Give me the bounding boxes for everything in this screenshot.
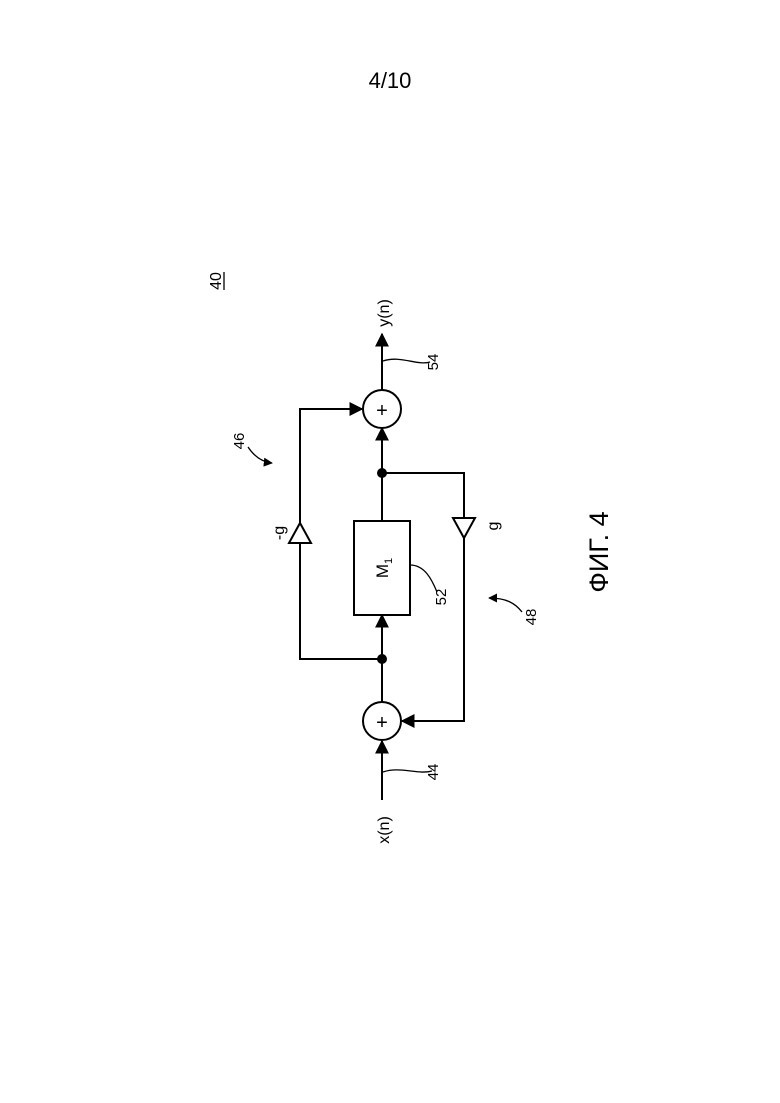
figure-caption: ФИГ. 4 (584, 511, 614, 592)
output-signal-label: y(n) (376, 299, 393, 327)
figure-ref-number: 40 (208, 272, 225, 290)
ref-46-label: 46 (231, 433, 248, 450)
m1-block: M1 (354, 521, 410, 615)
ref-52-label: 52 (433, 589, 450, 606)
ref-46: 46 (231, 433, 272, 463)
ref-44: 44 (383, 764, 442, 781)
feedforward-gain-label: -g (271, 526, 288, 540)
output-adder: + (363, 390, 401, 428)
input-adder-symbol: + (376, 712, 388, 734)
ref-44-label: 44 (425, 764, 442, 781)
ref-54: 54 (383, 354, 442, 371)
ref-48: 48 (489, 598, 540, 625)
feedback-gain-label: g (485, 522, 502, 531)
input-signal-label: x(n) (376, 816, 393, 844)
output-adder-symbol: + (376, 400, 388, 422)
feedback-gain-amplifier (453, 518, 475, 538)
input-adder: + (363, 702, 401, 740)
ref-54-label: 54 (425, 354, 442, 371)
ref-52: 52 (410, 565, 450, 605)
ref-48-label: 48 (523, 609, 540, 626)
feedforward-gain-amplifier (289, 523, 311, 543)
figure-ref-40: 40 (208, 272, 225, 290)
